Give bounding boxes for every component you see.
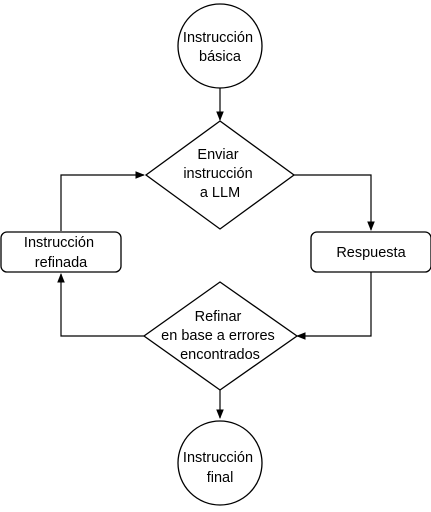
- edges: [57, 88, 375, 419]
- node-send-line-1: Enviar: [197, 147, 238, 163]
- start-circle: [177, 3, 263, 89]
- node-start-label: Instrucción básica: [183, 30, 257, 65]
- edge-send-to-response: [294, 174, 375, 231]
- node-start: Instrucción básica: [177, 3, 263, 89]
- node-refine-line-1: Refinar: [195, 309, 242, 325]
- edge-refined-to-send: [60, 171, 145, 231]
- node-refined-line-2: refinada: [35, 255, 88, 271]
- edge-refine-to-refined: [57, 273, 144, 337]
- node-response-line-1: Respuesta: [336, 245, 406, 261]
- node-send-label: Enviar instrucción a LLM: [183, 147, 256, 201]
- node-final-label: Instrucción final: [183, 450, 257, 486]
- node-response: Respuesta: [310, 231, 431, 273]
- node-final-line-2: final: [207, 470, 234, 486]
- node-send-line-2: instrucción: [183, 166, 252, 182]
- node-refine-line-2: en base a errores: [161, 328, 275, 344]
- node-send-line-3: a LLM: [200, 185, 240, 201]
- refined-box: [0, 231, 122, 273]
- final-circle: [177, 420, 263, 506]
- response-box: [310, 231, 431, 273]
- send-diamond: [144, 120, 296, 230]
- node-refined: Instrucción refinada: [0, 231, 122, 273]
- node-send: Enviar instrucción a LLM: [144, 120, 296, 230]
- node-final-line-1: Instrucción: [183, 450, 253, 466]
- node-refined-label: Instrucción refinada: [24, 235, 98, 271]
- node-refined-line-1: Instrucción: [24, 235, 94, 251]
- refine-diamond: [142, 281, 299, 391]
- node-refine-line-3: encontrados: [180, 347, 260, 363]
- node-refine: Refinar en base a errores encontrados: [142, 281, 299, 391]
- node-response-label: Respuesta: [336, 245, 406, 261]
- node-refine-label: Refinar en base a errores encontrados: [161, 309, 279, 363]
- node-start-line-2: básica: [199, 49, 242, 65]
- edge-response-to-refine: [296, 272, 372, 340]
- node-start-line-1: Instrucción: [183, 30, 253, 46]
- node-final: Instrucción final: [177, 420, 263, 506]
